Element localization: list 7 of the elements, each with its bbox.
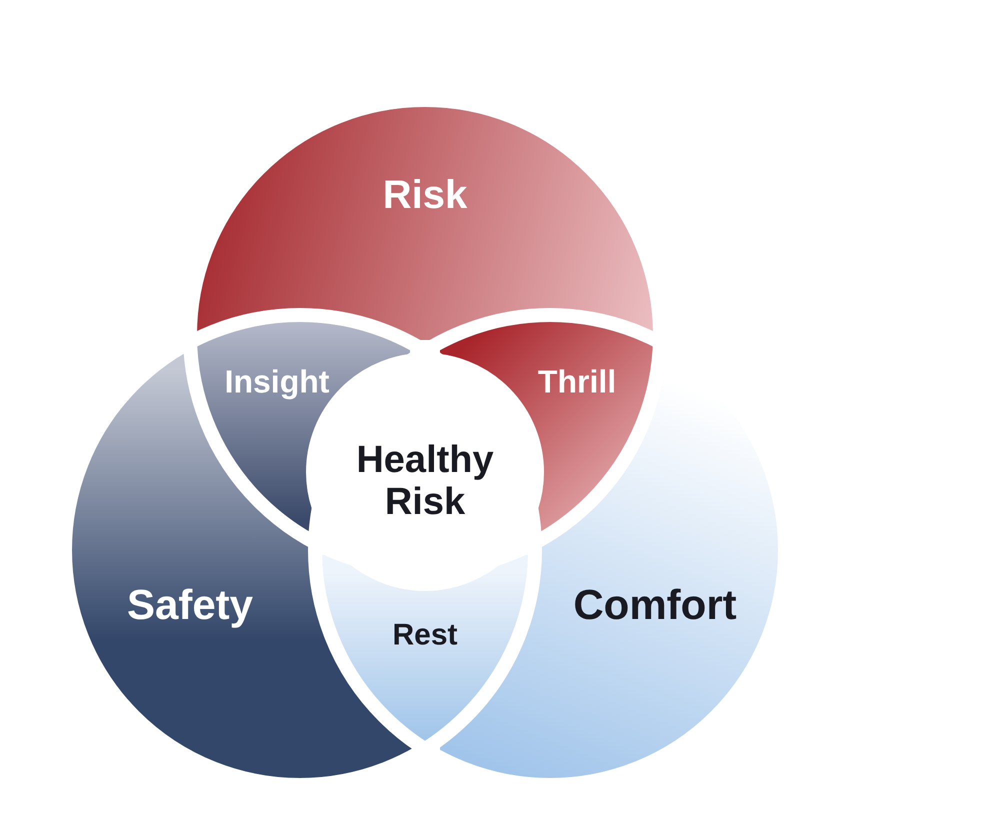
region-label: Comfort [573,582,737,628]
region-label: Risk [382,173,468,217]
center-label: Healthy Risk [330,440,520,524]
region-label: Thrill [538,364,616,400]
region-label: Rest [392,618,458,652]
region-label: Safety [126,582,254,628]
region-label: Insight [224,364,330,400]
